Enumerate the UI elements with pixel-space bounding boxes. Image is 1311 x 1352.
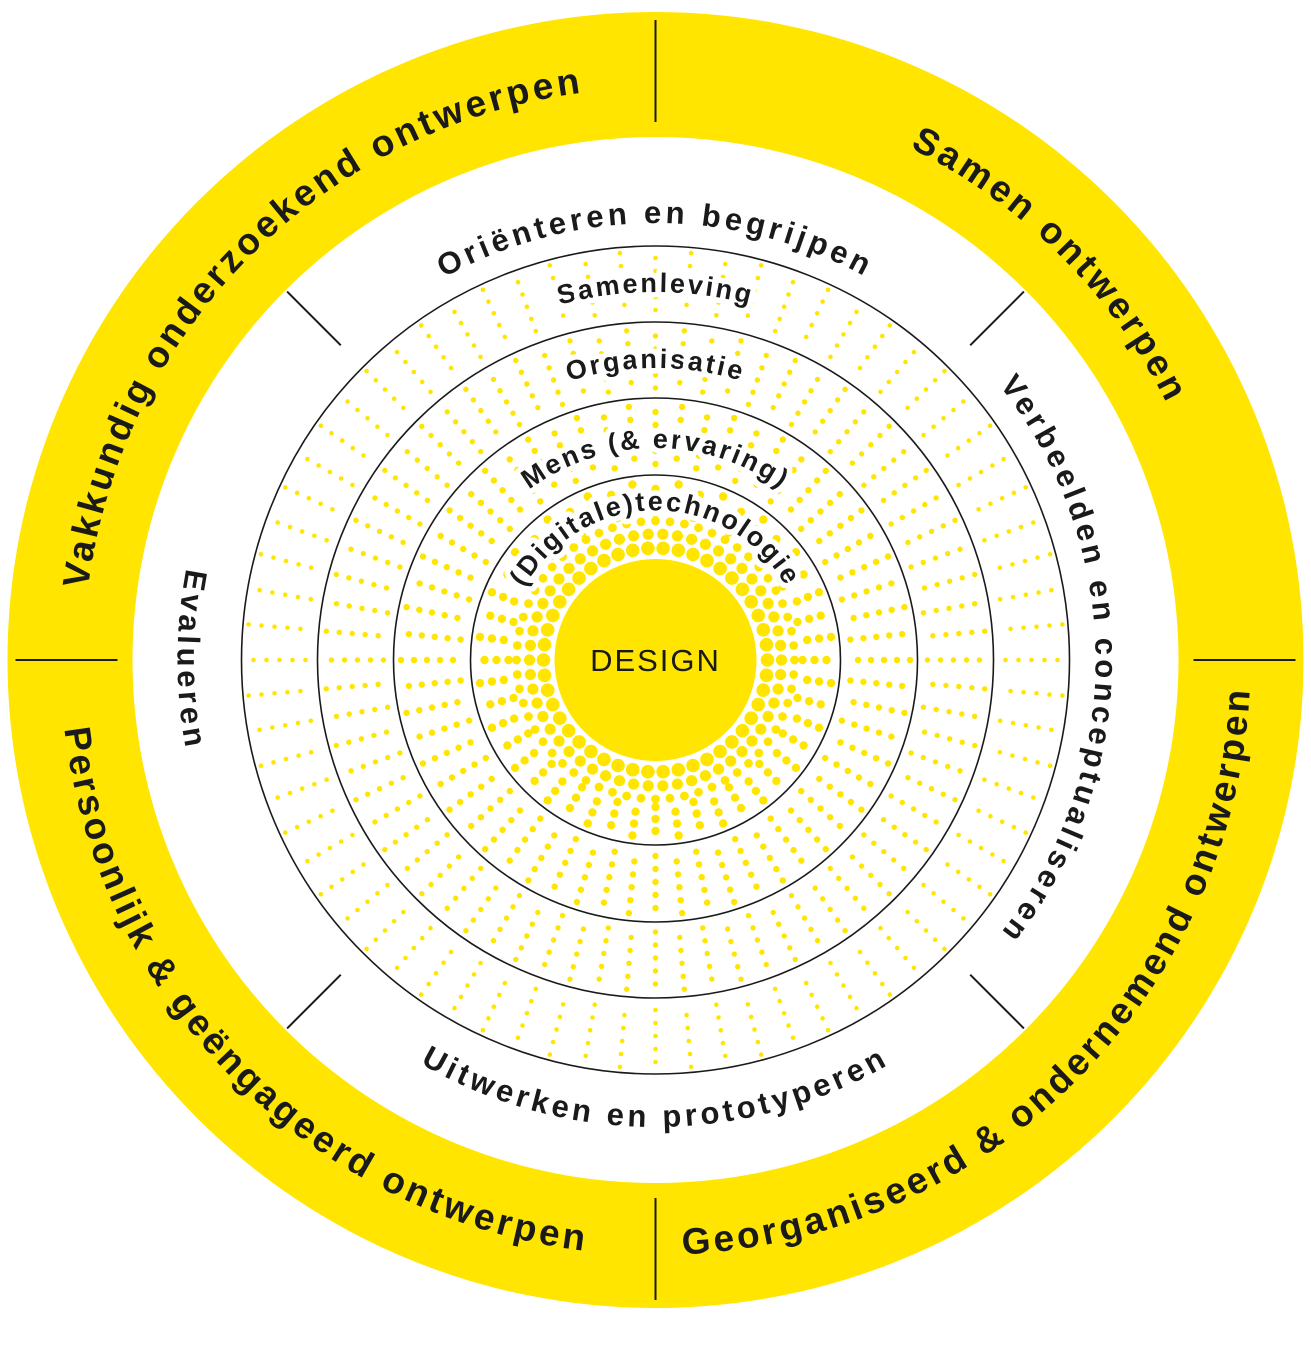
ring-outline-organisatie (316, 321, 995, 999)
phase-label-left-text: Evalueren (165, 562, 215, 759)
ring-outline-mens (392, 397, 919, 923)
divider-ticks (15, 20, 1296, 1300)
phase-label-left: Evalueren (171, 567, 214, 753)
design-center-circle (554, 559, 757, 761)
ring-outline-technologie (469, 474, 842, 846)
center-label: DESIGN (590, 643, 721, 678)
ring-outlines (240, 245, 1071, 1075)
dot-field (246, 250, 1065, 1070)
ring-outline-samenleving (240, 245, 1071, 1075)
